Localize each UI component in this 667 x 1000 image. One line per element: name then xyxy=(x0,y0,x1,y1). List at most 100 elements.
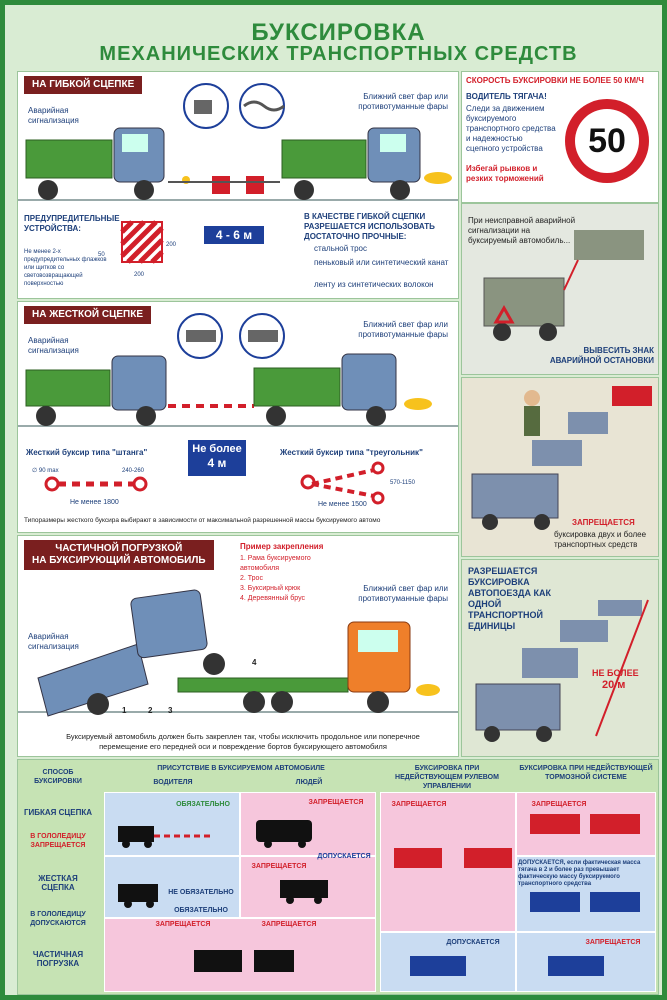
rigid-distance-line2: 4 м xyxy=(207,456,227,470)
partial-tag-line2: НА БУКСИРУЮЩИЙ АВТОМОБИЛЬ xyxy=(32,555,206,566)
header-method: СПОСОБ БУКСИРОВКИ xyxy=(34,769,82,785)
warning-devices-title: ПРЕДУПРЕДИТЕЛЬНЫЕ УСТРОЙСТВА: xyxy=(24,214,120,233)
road-train-max-line1: НЕ БОЛЕЕ xyxy=(592,668,639,678)
example-title: Пример закрепления xyxy=(240,542,324,551)
avoid-text: Избегай рывков и резких торможений xyxy=(466,164,544,183)
cell-rigid-people-forbidden: ЗАПРЕЩАЕТСЯ xyxy=(251,863,307,870)
flexible-scene xyxy=(18,83,458,201)
flexible-allowed-item-3: ленту из синтетических волокон xyxy=(314,280,434,289)
cell-people-forbidden: ЗАПРЕЩАЕТСЯ xyxy=(308,799,364,806)
example-item-4: 4. Деревянный брус xyxy=(240,595,305,602)
flexible-headlights-label: Ближний свет фар или противотуманные фар… xyxy=(358,92,448,111)
rigid-bars xyxy=(44,461,385,505)
cell-rigid-obligatory: ОБЯЗАТЕЛЬНО xyxy=(174,907,228,914)
cell-brake-forbidden: ЗАПРЕЩАЕТСЯ xyxy=(531,801,587,808)
flexible-allowed-title: В КАЧЕСТВЕ ГИБКОЙ СЦЕПКИ РАЗРЕШАЕТСЯ ИСП… xyxy=(304,212,435,241)
partial-tag-line1: ЧАСТИЧНОЙ ПОГРУЗКОЙ xyxy=(55,543,183,554)
example-item-1: 1. Рама буксируемого автомобиля xyxy=(240,555,311,572)
rigid-hazard-label: Аварийная сигнализация xyxy=(28,336,79,355)
warning-plate xyxy=(120,220,164,264)
flexible-distance: 4 - 6 м xyxy=(204,226,264,244)
bar-type-triangle: Жесткий буксир типа "треугольник" xyxy=(280,448,423,457)
speed-limit-text: СКОРОСТЬ БУКСИРОВКИ НЕ БОЛЕЕ 50 КМ/Ч xyxy=(466,76,644,85)
fault-sign-text: ВЫВЕСИТЬ ЗНАК АВАРИЙНОЙ ОСТАНОВКИ xyxy=(549,346,654,365)
rigid-distance: Не более 4 м xyxy=(188,440,246,476)
part-number-2: 2 xyxy=(148,706,153,715)
partial-tag: ЧАСТИЧНОЙ ПОГРУЗКОЙ НА БУКСИРУЮЩИЙ АВТОМ… xyxy=(24,540,214,570)
forbidden-text: буксировка двух и более транспортных сре… xyxy=(554,530,647,549)
speed-sign-value: 50 xyxy=(588,122,626,160)
rigid-note: Типоразмеры жесткого буксира выбирают в … xyxy=(24,517,381,524)
table-vehicle-icons xyxy=(118,814,640,976)
speed-limit-sign xyxy=(565,99,649,183)
driver-text: Следи за движением буксируемого транспор… xyxy=(466,104,556,153)
header-people: ЛЮДЕЙ xyxy=(295,779,323,786)
road-train-text: РАЗРЕШАЕТСЯ БУКСИРОВКА АВТОПОЕЗДА КАК ОД… xyxy=(468,566,551,631)
cell-brake-allowed-condition: ДОПУСКАЕТСЯ, если фактическая масса тяга… xyxy=(518,860,641,887)
flexible-panel: НА ГИБКОЙ СЦЕПКЕ Аварийная сигнализация … xyxy=(17,71,459,299)
flexible-allowed-item-2: пеньковый или синтетический канат xyxy=(314,258,449,267)
road-train-scene xyxy=(475,599,649,742)
plate-dim-200-bottom: 200 xyxy=(134,272,145,278)
road-train-panel: РАЗРЕШАЕТСЯ БУКСИРОВКА АВТОПОЕЗДА КАК ОД… xyxy=(461,559,659,757)
row-rigid: ЖЕСТКАЯ СЦЕПКА xyxy=(38,874,78,892)
header-driver: ВОДИТЕЛЯ xyxy=(153,779,193,786)
cell-partial-presence xyxy=(104,918,376,992)
rod-length: Не менее 1800 xyxy=(70,499,119,506)
fault-signal-panel: При неисправной аварийной сигнализации н… xyxy=(461,203,659,375)
cell-steer-forbidden: ЗАПРЕЩАЕТСЯ xyxy=(391,801,447,808)
part-number-1: 1 xyxy=(122,706,127,715)
header-presence: ПРИСУТСТВИЕ В БУКСИРУЕМОМ АВТОМОБИЛЕ xyxy=(157,765,325,772)
plate-dim-200-side: 200 xyxy=(166,242,177,248)
rules-table: СПОСОБ БУКСИРОВКИ ПРИСУТСТВИЕ В БУКСИРУЕ… xyxy=(17,759,659,995)
flexible-tag: НА ГИБКОЙ СЦЕПКЕ xyxy=(24,76,143,94)
rigid-tag: НА ЖЕСТКОЙ СЦЕПКЕ xyxy=(24,306,152,324)
rod-size: 240-260 xyxy=(122,468,145,474)
cell-partial-brake-forbidden: ЗАПРЕЩАЕТСЯ xyxy=(585,939,641,946)
example-item-3: 3. Буксирный крюк xyxy=(240,585,301,592)
flexible-allowed-item-1: стальной трос xyxy=(314,244,367,253)
rigid-scene xyxy=(18,313,458,427)
two-vehicles-panel: ЗАПРЕЩАЕТСЯ буксировка двух и более тран… xyxy=(461,377,659,557)
rod-diameter: ∅ 90 max xyxy=(32,468,59,474)
triangle-length: Не менее 1500 xyxy=(318,501,367,508)
forbidden-title: ЗАПРЕЩАЕТСЯ xyxy=(572,518,635,527)
two-vehicles-scene xyxy=(471,386,652,530)
partial-headlights-label: Ближний свет фар или противотуманные фар… xyxy=(358,584,448,603)
row-flexible-ice: В ГОЛОЛЕДИЦУ ЗАПРЕЩАЕТСЯ xyxy=(30,833,86,849)
cell-rigid-not-obligatory: НЕ ОБЯЗАТЕЛЬНО xyxy=(168,889,234,896)
row-partial: ЧАСТИЧНАЯ ПОГРУЗКА xyxy=(32,950,84,968)
header-brakes: БУКСИРОВКА ПРИ НЕДЕЙСТВУЮЩЕЙ ТОРМОЗНОЙ С… xyxy=(519,765,653,781)
part-number-3: 3 xyxy=(168,706,173,715)
cell-partial-driver-forbidden: ЗАПРЕЩАЕТСЯ xyxy=(155,921,211,928)
driver-title: ВОДИТЕЛЬ ТЯГАЧА! xyxy=(466,92,547,101)
cell-rigid-people xyxy=(240,856,376,918)
partial-scene xyxy=(18,589,458,717)
road-train-max-line2: 20 м xyxy=(602,679,626,691)
bar-type-rod: Жесткий буксир типа "штанга" xyxy=(26,448,148,457)
cell-rigid-people-allowed: ДОПУСКАЕТСЯ xyxy=(317,853,371,860)
flexible-hazard-label: Аварийная сигнализация xyxy=(28,106,79,125)
page-subtitle: МЕХАНИЧЕСКИХ ТРАНСПОРТНЫХ СРЕДСТВ xyxy=(99,43,578,65)
rigid-panel: НА ЖЕСТКОЙ СЦЕПКЕ Аварийная сигнализация… xyxy=(17,301,459,533)
fault-scene xyxy=(483,230,644,341)
cell-partial-steer-allowed: ДОПУСКАЕТСЯ xyxy=(446,939,500,946)
fault-text: При неисправной аварийной сигнализации н… xyxy=(468,216,576,245)
triangle-size: 570-1150 xyxy=(390,480,415,486)
rigid-distance-line1: Не более xyxy=(192,443,242,455)
row-rigid-ice: В ГОЛОЛЕДИЦУ ДОПУСКАЮТСЯ xyxy=(30,911,86,927)
speed-panel: СКОРОСТЬ БУКСИРОВКИ НЕ БОЛЕЕ 50 КМ/Ч ВОД… xyxy=(461,71,659,203)
plate-dim-50: 50 xyxy=(98,252,105,258)
cell-obligatory: ОБЯЗАТЕЛЬНО xyxy=(176,801,230,808)
cell-partial-people-forbidden: ЗАПРЕЩАЕТСЯ xyxy=(261,921,317,928)
part-number-4: 4 xyxy=(252,658,257,667)
header-steering: БУКСИРОВКА ПРИ НЕДЕЙСТВУЮЩЕМ РУЛЕВОМ УПР… xyxy=(395,765,499,790)
example-item-2: 2. Трос xyxy=(240,575,263,582)
page-title: БУКСИРОВКА xyxy=(251,19,426,46)
partial-panel: ЧАСТИЧНОЙ ПОГРУЗКОЙ НА БУКСИРУЮЩИЙ АВТОМ… xyxy=(17,535,459,757)
rigid-headlights-label: Ближний свет фар или противотуманные фар… xyxy=(358,320,448,339)
warning-devices-note: Не менее 2-х предупредительных флажков и… xyxy=(24,249,107,287)
partial-note: Буксируемый автомобиль должен быть закре… xyxy=(66,732,420,751)
row-flexible: ГИБКАЯ СЦЕПКА xyxy=(23,808,93,817)
